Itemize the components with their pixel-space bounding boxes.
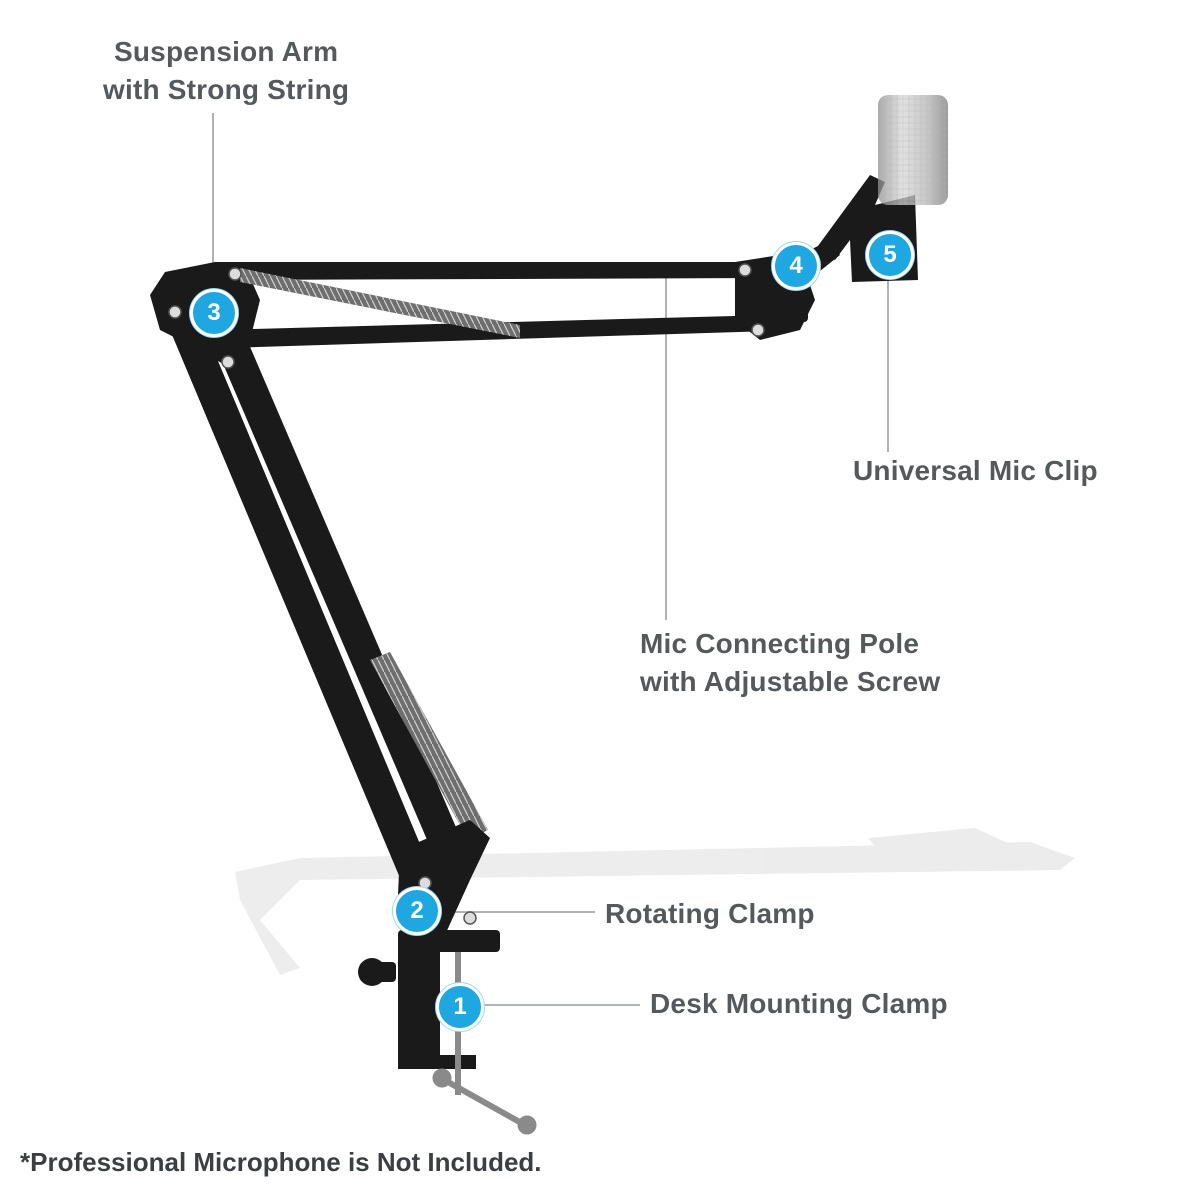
clamp-screw xyxy=(432,952,537,1135)
label-universal-mic-clip: Universal Mic Clip xyxy=(853,452,1098,490)
label-suspension-arm: Suspension Arm with Strong String xyxy=(103,33,349,109)
microphone xyxy=(878,95,948,205)
lower-arm xyxy=(170,318,470,878)
label-desk-mounting-clamp: Desk Mounting Clamp xyxy=(650,985,948,1023)
footnote: *Professional Microphone is Not Included… xyxy=(20,1147,542,1177)
label-line: Rotating Clamp xyxy=(605,898,815,929)
label-line: Mic Connecting Pole xyxy=(640,628,920,659)
callout-badge-5: 5 xyxy=(866,231,914,279)
callout-badge-4: 4 xyxy=(772,242,820,290)
label-line: Desk Mounting Clamp xyxy=(650,988,948,1019)
label-line: with Adjustable Screw xyxy=(640,666,941,697)
label-line: with Strong String xyxy=(103,74,350,105)
upper-spring xyxy=(240,268,520,338)
callout-badge-3: 3 xyxy=(190,289,238,337)
label-mic-connecting-pole: Mic Connecting Pole with Adjustable Scre… xyxy=(640,625,940,701)
label-line: Suspension Arm xyxy=(114,36,339,67)
callout-badge-1: 1 xyxy=(436,983,484,1031)
bolts xyxy=(168,263,806,925)
label-rotating-clamp: Rotating Clamp xyxy=(605,895,815,933)
label-line: Universal Mic Clip xyxy=(853,455,1098,486)
callout-badge-2: 2 xyxy=(393,887,441,935)
lower-spring xyxy=(370,652,488,840)
